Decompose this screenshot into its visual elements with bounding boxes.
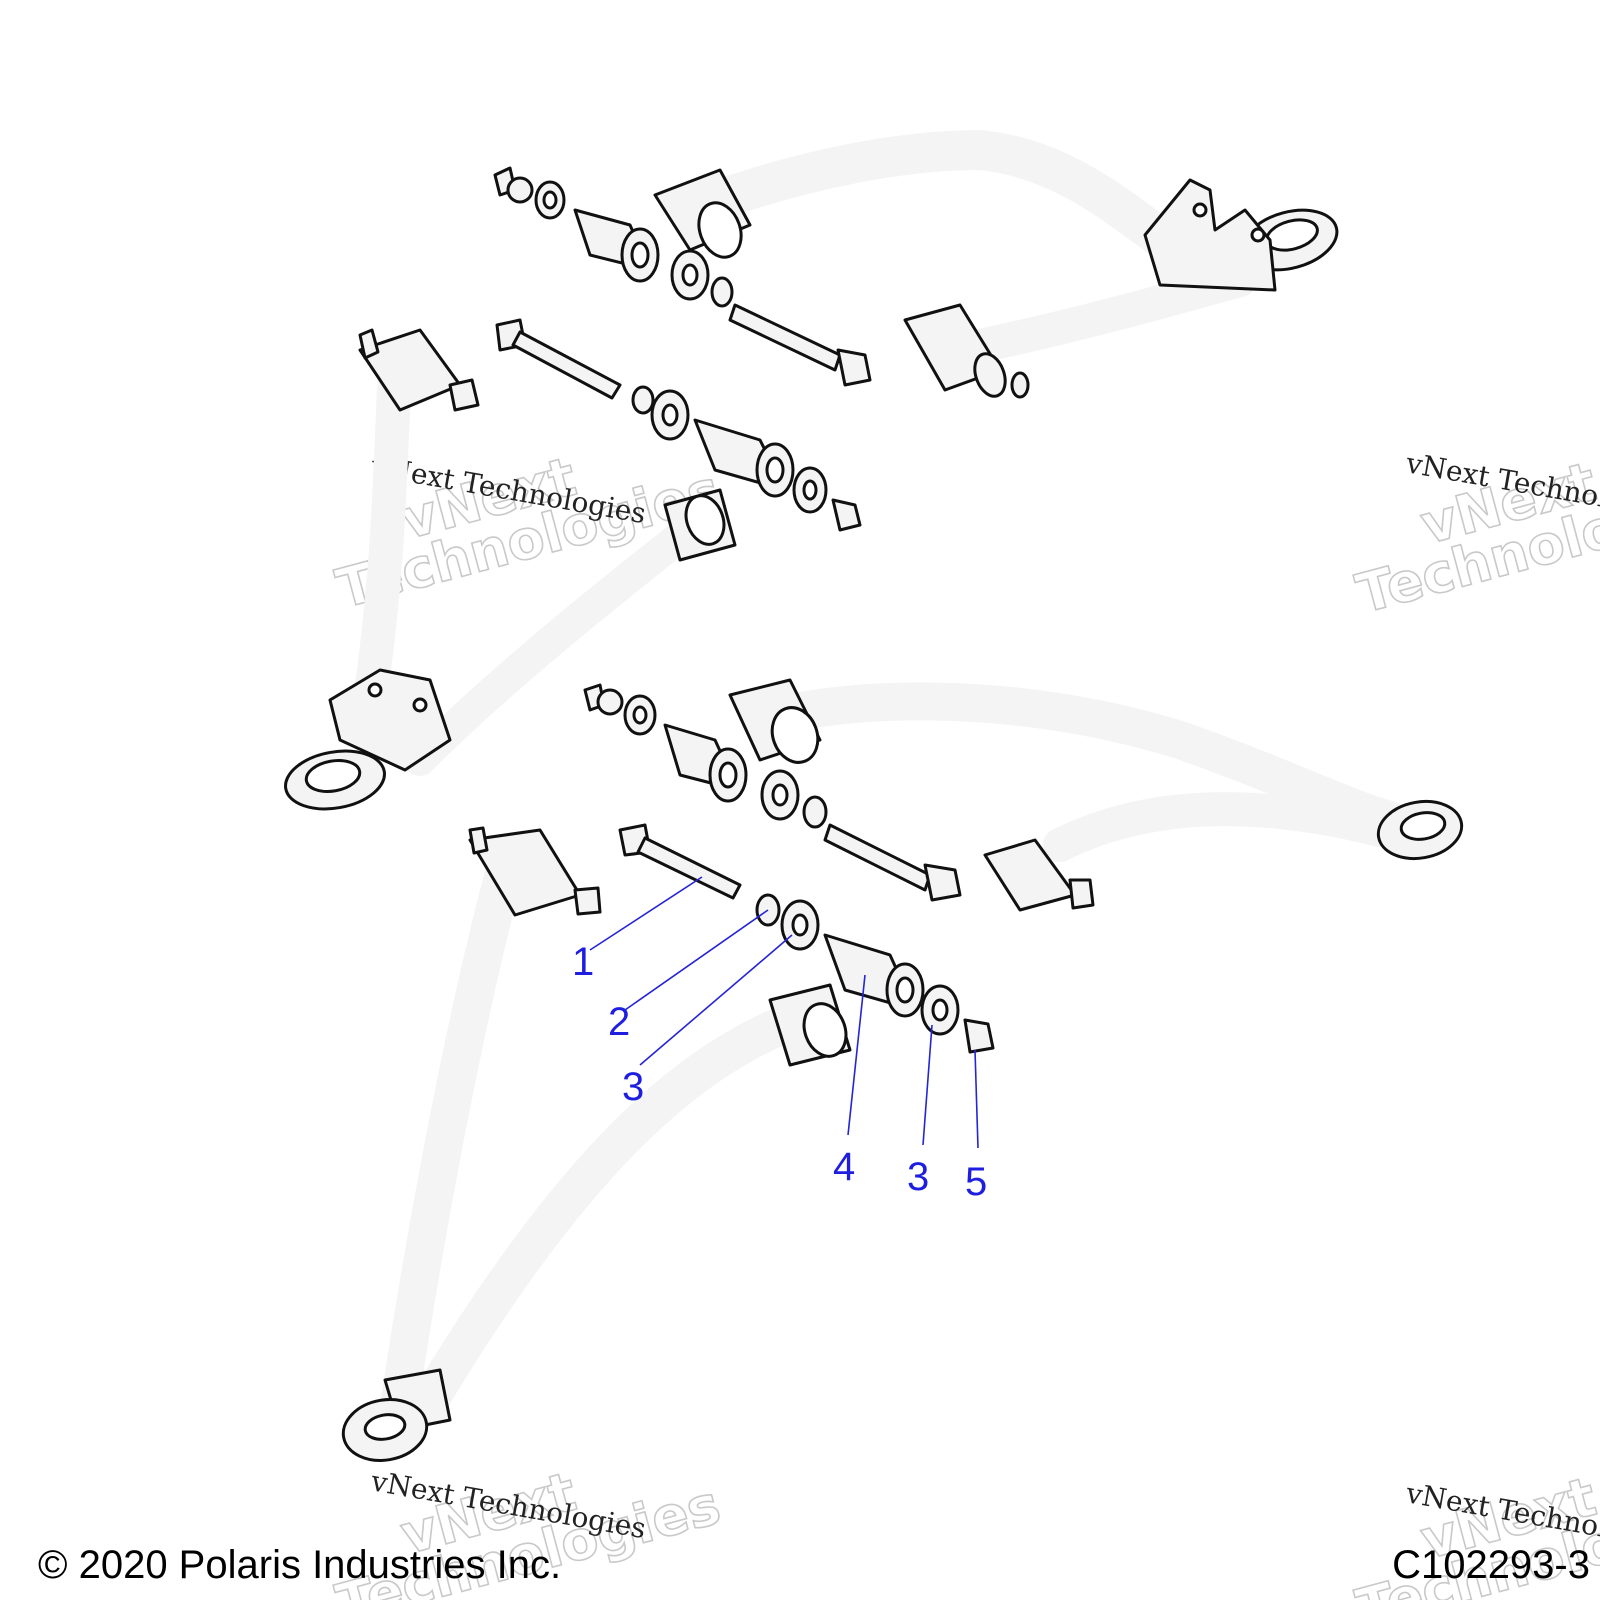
- callout-4: 4: [833, 1145, 855, 1189]
- shock-mount-bracket: [328, 668, 452, 772]
- upper-rear-a-arm: [653, 129, 1339, 399]
- bolt-shank: [636, 836, 742, 900]
- copyright-notice: © 2020 Polaris Industries Inc.: [38, 1543, 561, 1587]
- lower-front-a-arm: [341, 826, 852, 1462]
- lower-hardware-stack: [583, 683, 962, 902]
- shock-mount-bracket: [1143, 178, 1277, 292]
- upper-hardware-stack: [493, 166, 872, 532]
- leader-line-3b: [922, 1024, 933, 1146]
- leader-line-1: [589, 876, 703, 951]
- leader-line-2: [624, 909, 769, 1011]
- callout-5: 5: [965, 1160, 987, 1204]
- callout-hardware-stack: [618, 823, 995, 1054]
- figure-id: C102293-3: [1392, 1543, 1590, 1587]
- callout-3a: 3: [622, 1065, 644, 1109]
- lock-nut: [963, 1018, 995, 1054]
- watermarks: vNext Technologies vNext Technologies vN…: [329, 444, 1600, 1600]
- callout-3b: 3: [907, 1155, 929, 1199]
- callout-2: 2: [608, 1000, 630, 1044]
- watermark-top-right: vNext Technologies: [1349, 449, 1600, 626]
- lower-rear-a-arm: [728, 678, 1464, 912]
- leader-lines: [589, 876, 979, 1149]
- upper-front-a-arm: [284, 328, 737, 811]
- callout-1: 1: [572, 940, 594, 984]
- leader-line-5: [974, 1049, 979, 1149]
- callout-labels: 1 2 3 4 3 5: [572, 940, 987, 1204]
- leader-line-3a: [639, 934, 793, 1066]
- leader-line-4: [847, 974, 866, 1136]
